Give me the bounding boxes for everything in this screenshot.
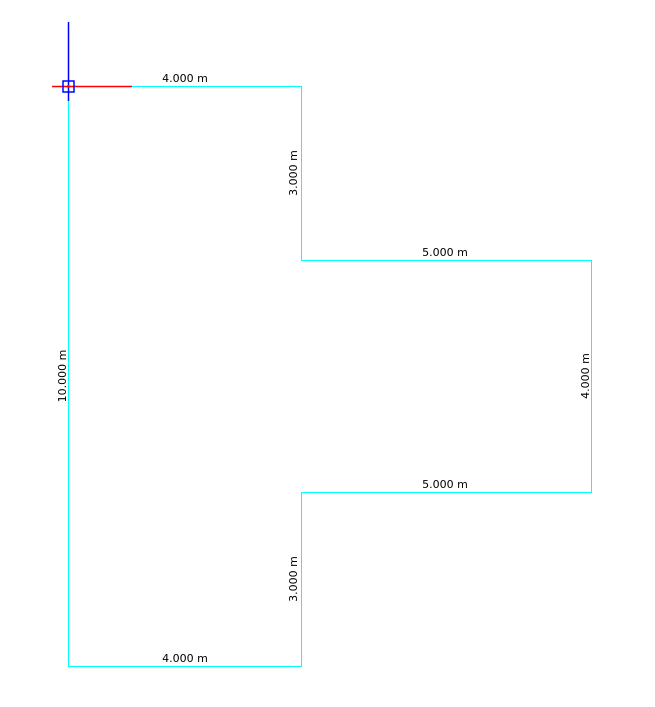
floor-outline[interactable] — [68, 86, 592, 667]
dimension-left: 10.000 m — [56, 350, 69, 403]
origin-point — [67, 85, 70, 88]
dimension-bottom: 4.000 m — [162, 652, 208, 665]
dimension-upper-right-horizontal: 5.000 m — [422, 246, 468, 259]
origin-snap-icon[interactable] — [62, 80, 75, 93]
dimension-upper-inner-vertical: 3.000 m — [287, 150, 300, 196]
dimension-top: 4.000 m — [162, 72, 208, 85]
dimension-lower-inner-vertical: 3.000 m — [287, 556, 300, 602]
dimension-right: 4.000 m — [579, 353, 592, 399]
dimension-lower-right-horizontal: 5.000 m — [422, 478, 468, 491]
